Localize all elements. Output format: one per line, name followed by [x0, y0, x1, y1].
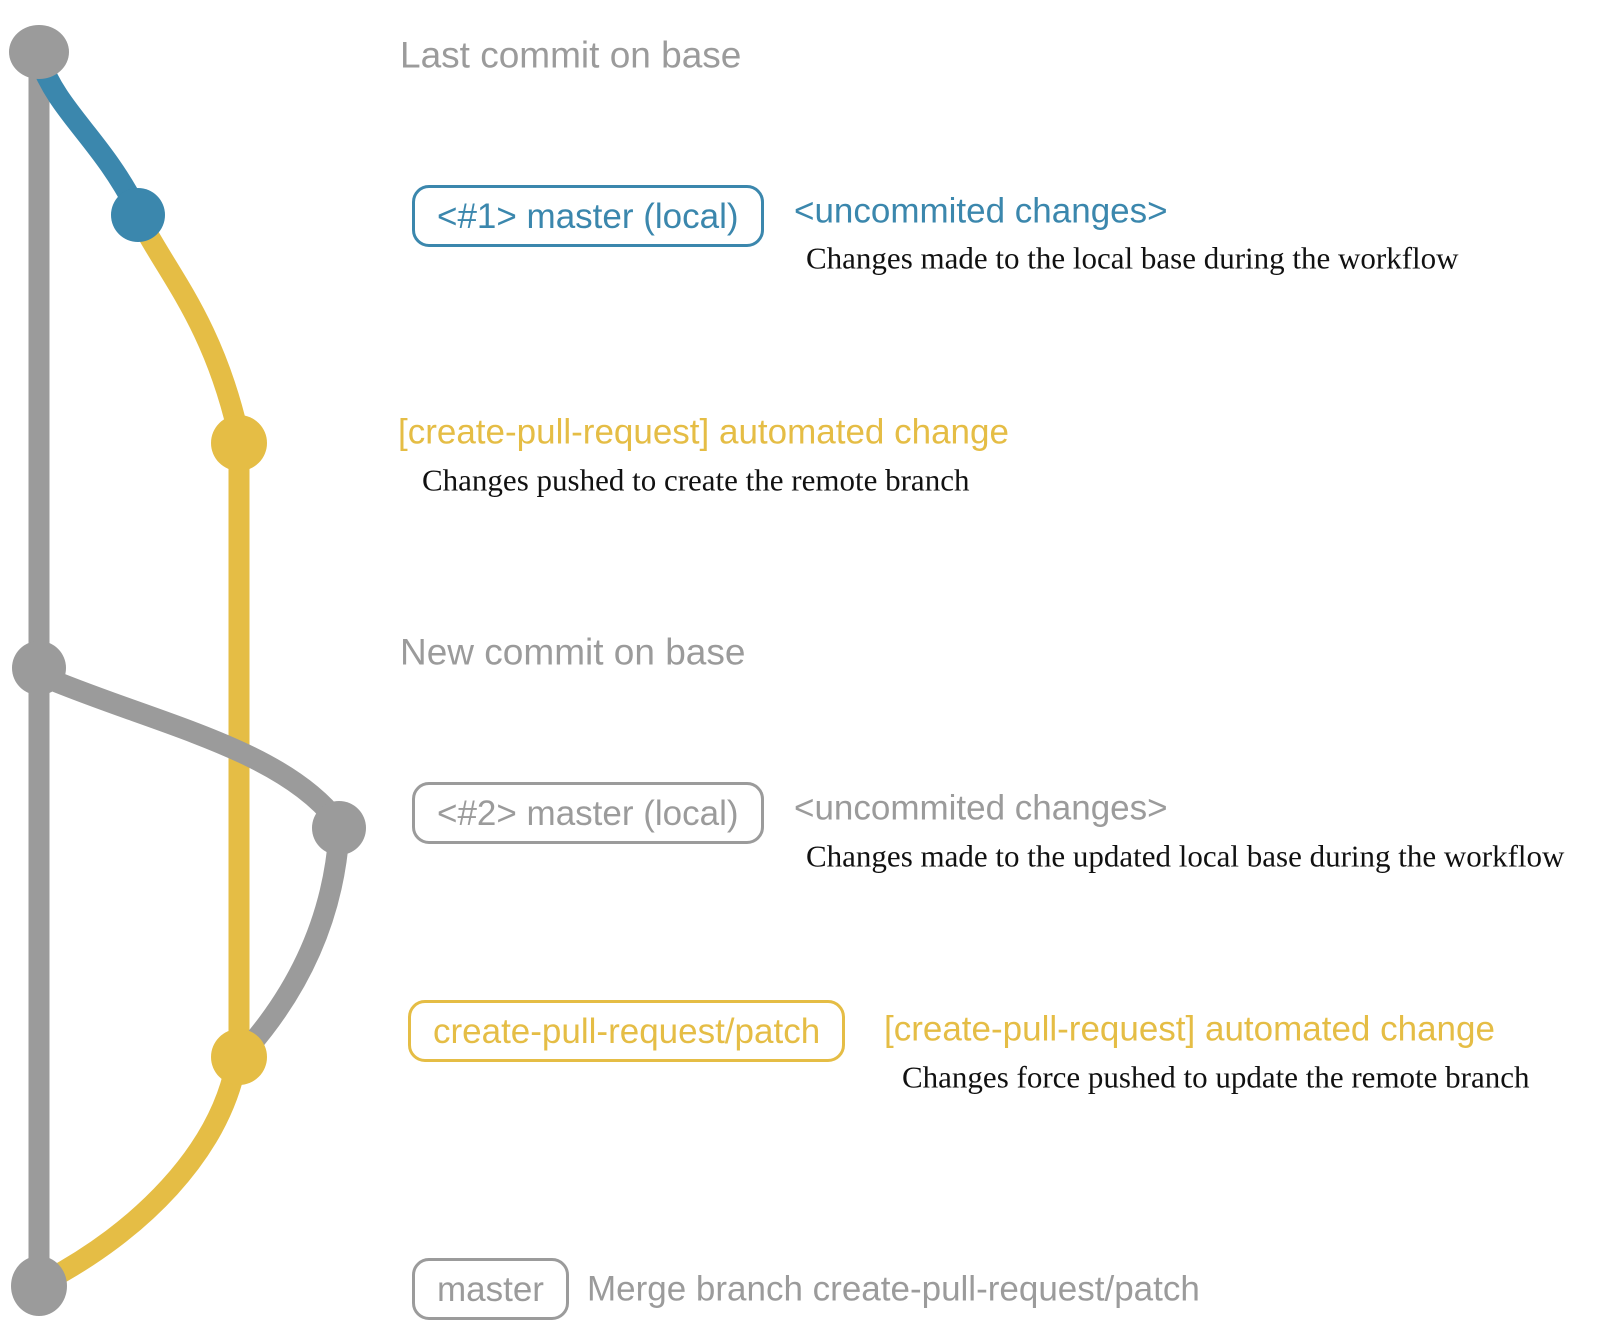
uncommitted-changes-1-description: Changes made to the local base during th…: [806, 240, 1459, 276]
uncommitted-changes-2-description: Changes made to the updated local base d…: [806, 838, 1565, 874]
commit-dot-merge: [11, 1256, 67, 1316]
uncommitted-changes-1-heading: <uncommited changes>: [794, 191, 1168, 231]
local-branch-curve-2: [37, 666, 345, 827]
automated-change-1-description: Changes pushed to create the remote bran…: [422, 462, 970, 498]
branch-badge-master: master: [412, 1258, 569, 1320]
branch-badge-master-local-1: <#1> master (local): [412, 185, 764, 247]
branch-badge-patch: create-pull-request/patch: [408, 1000, 846, 1062]
commit-dot-patch-1: [211, 415, 267, 471]
automated-change-2-description: Changes force pushed to update the remot…: [902, 1059, 1530, 1095]
last-commit-label: Last commit on base: [400, 34, 742, 76]
branch-badge-master-local-2: <#2> master (local): [412, 782, 764, 844]
commit-dot-last-base: [9, 25, 69, 79]
merge-curve: [39, 1061, 247, 1292]
commit-dot-patch-2: [211, 1029, 267, 1085]
force-push-curve: [240, 833, 350, 1055]
local-branch-curve-1: [29, 54, 146, 213]
new-commit-label: New commit on base: [400, 631, 746, 673]
automated-change-2-heading: [create-pull-request] automated change: [884, 1009, 1495, 1049]
patch-branch-curve-out: [129, 213, 249, 435]
uncommitted-changes-2-heading: <uncommited changes>: [794, 788, 1168, 828]
commit-dot-new-base: [12, 641, 66, 695]
automated-change-1-heading: [create-pull-request] automated change: [398, 412, 1009, 452]
commit-dot-uncommitted-2: [312, 801, 366, 855]
merge-commit-heading: Merge branch create-pull-request/patch: [587, 1269, 1200, 1309]
commit-dot-uncommitted-1: [111, 188, 165, 242]
